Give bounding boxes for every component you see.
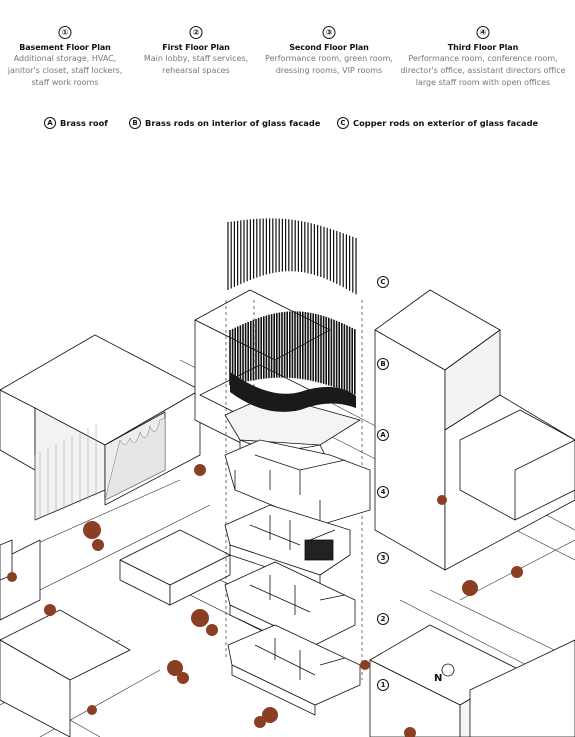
floor-title: Third Floor Plan bbox=[447, 43, 519, 52]
trees bbox=[7, 464, 523, 737]
key-item-a: A Brass roof bbox=[44, 117, 108, 129]
key-text: Brass roof bbox=[60, 118, 108, 128]
key-mark: A bbox=[44, 117, 56, 129]
brass-roof bbox=[230, 372, 356, 412]
floor-description-line: rehearsal spaces bbox=[162, 66, 230, 75]
floor-description-line: Additional storage, HVAC, bbox=[13, 54, 117, 63]
key-text: Copper rods on exterior of glass facade bbox=[353, 118, 539, 128]
floor-number: ② bbox=[189, 26, 203, 39]
floor-legend-second: ③ Second Floor Plan Performance room, gr… bbox=[249, 26, 409, 76]
key-item-b: B Brass rods on interior of glass facade bbox=[129, 117, 320, 129]
tag-a: A bbox=[377, 429, 389, 441]
key-mark: C bbox=[337, 117, 349, 129]
tag-b: B bbox=[377, 358, 389, 370]
key-text: Brass rods on interior of glass facade bbox=[145, 118, 321, 128]
floor-description-line: Performance room, conference room, bbox=[408, 54, 558, 63]
tag-floor-4: 4 bbox=[377, 486, 389, 498]
tag-floor-3: 3 bbox=[377, 552, 389, 564]
neighbor-building-lower-left bbox=[0, 609, 131, 737]
floor-title: Basement Floor Plan bbox=[19, 43, 111, 52]
neighbor-building-left-lower bbox=[0, 529, 231, 621]
tag-c: C bbox=[377, 276, 389, 288]
neighbor-building-front-right bbox=[369, 624, 575, 737]
floor-description-line: Main lobby, staff services, bbox=[143, 54, 249, 63]
floor-description-line: janitor's closet, staff lockers, bbox=[7, 66, 123, 75]
tag-floor-2: 2 bbox=[377, 613, 389, 625]
floor-legend-basement: ① Basement Floor Plan Additional storage… bbox=[0, 26, 140, 88]
floor-number: ④ bbox=[476, 26, 490, 39]
key-item-c: C Copper rods on exterior of glass facad… bbox=[337, 117, 538, 129]
floor-title: First Floor Plan bbox=[162, 43, 230, 52]
rod-bundles bbox=[227, 218, 357, 412]
floor-description-line: staff work rooms bbox=[31, 78, 99, 87]
floor-legend-first: ② First Floor Plan Main lobby, staff ser… bbox=[121, 26, 271, 76]
floor-description-line: large staff room with open offices bbox=[415, 78, 551, 87]
key-mark: B bbox=[129, 117, 141, 129]
floor-legend-third: ④ Third Floor Plan Performance room, con… bbox=[393, 26, 573, 88]
floor-description-line: director's office, assistant directors o… bbox=[400, 66, 566, 75]
floor-description-line: dressing rooms, VIP rooms bbox=[275, 66, 383, 75]
floor-4-plate bbox=[224, 394, 371, 526]
floor-title: Second Floor Plan bbox=[289, 43, 369, 52]
floor-number: ① bbox=[58, 26, 72, 39]
floor-description-line: Performance room, green room, bbox=[265, 54, 393, 63]
neighbor-building-right bbox=[374, 289, 575, 571]
tag-floor-1: 1 bbox=[377, 679, 389, 691]
floor-number: ③ bbox=[322, 26, 336, 39]
north-label: N bbox=[434, 673, 443, 684]
neighbor-building-left bbox=[0, 334, 201, 521]
floor-1-plate bbox=[227, 624, 361, 716]
